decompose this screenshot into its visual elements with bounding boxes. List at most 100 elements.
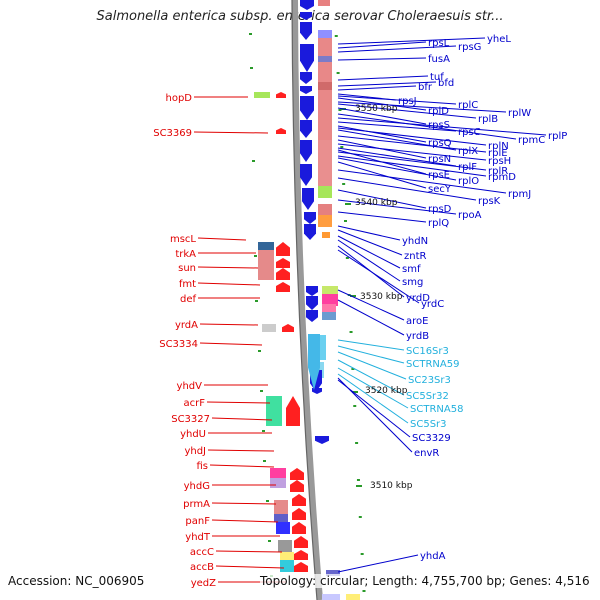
gene-label-left[interactable]: yhdJ — [184, 446, 206, 457]
gene-label-rna[interactable]: SC23Sr3 — [408, 375, 451, 386]
scale-tick — [350, 295, 356, 297]
label-line — [337, 359, 405, 396]
gene-label-right[interactable]: rpsE — [428, 170, 450, 181]
gene-box — [278, 540, 292, 552]
gene-label-right[interactable]: rpmD — [488, 172, 516, 183]
gene-label-right[interactable]: tuf — [430, 72, 444, 83]
label-line — [337, 45, 457, 53]
gene-arrow — [304, 224, 316, 240]
gene-label-right[interactable]: yhdN — [402, 236, 428, 247]
gene-arrow — [282, 324, 294, 332]
gene-label-left[interactable]: SC3327 — [171, 414, 210, 425]
gene-label-right[interactable]: rplN — [488, 141, 509, 152]
gene-label-right[interactable]: rplQ — [428, 218, 449, 229]
gene-box — [262, 324, 276, 332]
gene-label-right[interactable]: envR — [414, 448, 439, 459]
gene-label-rna[interactable]: SCTRNA59 — [406, 359, 459, 370]
gene-label-left[interactable]: acrF — [184, 398, 206, 409]
gene-label-right[interactable]: fusA — [428, 54, 450, 65]
gene-label-right[interactable]: rpsC — [458, 127, 481, 138]
gene-label-right[interactable]: yrdB — [406, 331, 429, 342]
gene-label-rna[interactable]: SC5Sr3 — [410, 419, 447, 430]
gene-box — [322, 304, 336, 312]
gene-label-left[interactable]: accC — [190, 547, 214, 558]
scale-tick — [255, 300, 258, 302]
gene-label-right[interactable]: rplE — [488, 148, 508, 159]
gene-label-right[interactable]: rpsK — [478, 196, 501, 207]
gene-label-right[interactable]: rpmJ — [508, 189, 531, 200]
gene-arrow — [286, 396, 300, 426]
gene-label-right[interactable]: rplD — [428, 106, 449, 117]
gene-label-right[interactable]: rpsG — [458, 42, 481, 53]
scale-tick — [334, 35, 338, 37]
gene-label-right[interactable]: smg — [402, 277, 423, 288]
gene-label-right[interactable]: aroE — [406, 316, 428, 327]
gene-label-right[interactable]: rpsJ — [398, 96, 417, 107]
gene-label-left[interactable]: yhdG — [184, 481, 210, 492]
label-line — [337, 103, 477, 119]
gene-label-right[interactable]: rpmC — [518, 135, 545, 146]
gene-arrow — [294, 550, 308, 560]
gene-label-right[interactable]: bfd — [438, 78, 454, 89]
gene-label-left[interactable]: yedZ — [191, 578, 216, 589]
gene-arrow — [300, 44, 314, 72]
label-line — [197, 266, 259, 269]
gene-label-left[interactable]: def — [180, 294, 197, 305]
gene-label-left[interactable]: trkA — [175, 249, 196, 260]
gene-label-right[interactable]: rpsS — [428, 120, 450, 131]
gene-label-right[interactable]: SC3329 — [412, 433, 451, 444]
gene-label-right[interactable]: rplC — [458, 100, 478, 111]
gene-label-left[interactable]: mscL — [170, 234, 196, 245]
gene-label-right[interactable]: secY — [428, 184, 452, 195]
gene-label-right[interactable]: rpsD — [428, 204, 452, 215]
gene-label-right[interactable]: rpsH — [488, 156, 511, 167]
gene-label-right[interactable]: yhdA — [420, 551, 446, 562]
gene-label-right[interactable]: rplF — [458, 162, 477, 173]
gene-label-left[interactable]: prmA — [183, 499, 210, 510]
label-line — [337, 95, 457, 105]
gene-label-right[interactable]: rplO — [458, 176, 479, 187]
gene-label-right[interactable]: rpoA — [458, 210, 482, 221]
gene-label-right[interactable]: zntR — [404, 251, 427, 262]
gene-label-right[interactable]: rplX — [458, 146, 478, 157]
gene-label-left[interactable]: panF — [185, 516, 210, 527]
scale-tick — [342, 183, 346, 185]
gene-label-rna[interactable]: SCTRNA58 — [410, 404, 463, 415]
gene-label-right[interactable]: yheL — [487, 34, 511, 45]
gene-label-left[interactable]: sun — [178, 263, 196, 274]
gene-label-rna[interactable]: SC16Sr3 — [406, 346, 449, 357]
label-line — [337, 151, 487, 171]
gene-label-right[interactable]: rplR — [488, 166, 508, 177]
gene-label-right[interactable]: bfr — [418, 82, 433, 93]
gene-label-left[interactable]: yhdV — [177, 381, 203, 392]
gene-label-left[interactable]: yhdT — [185, 532, 211, 543]
gene-box — [318, 30, 332, 38]
gene-label-right[interactable]: rpsN — [428, 154, 451, 165]
label-line — [209, 464, 275, 468]
scale-tick — [268, 540, 271, 542]
gene-box — [280, 560, 294, 572]
gene-label-left[interactable]: yrdA — [175, 320, 198, 331]
gene-label-right[interactable]: yrdC — [421, 299, 444, 310]
gene-label-left[interactable]: SC3334 — [159, 339, 198, 350]
label-line — [337, 225, 401, 241]
gene-label-right[interactable]: rpsL — [428, 38, 450, 49]
gene-label-right[interactable]: smf — [402, 264, 421, 275]
gene-label-right[interactable]: rplB — [478, 114, 498, 125]
gene-label-left[interactable]: fis — [196, 461, 208, 472]
gene-label-rna[interactable]: SC5Sr32 — [406, 391, 449, 402]
gene-label-left[interactable]: yhdU — [180, 429, 206, 440]
gene-label-left[interactable]: accB — [190, 562, 214, 573]
gene-box — [254, 92, 270, 98]
gene-label-left[interactable]: hopD — [165, 93, 192, 104]
gene-label-right[interactable]: yrdD — [406, 293, 430, 304]
gene-label-right[interactable]: rplW — [508, 108, 531, 119]
gene-label-right[interactable]: rpsQ — [428, 138, 452, 149]
gene-box — [258, 242, 274, 250]
gene-label-left[interactable]: fmt — [179, 279, 196, 290]
gene-arrow — [294, 536, 308, 548]
gene-label-right[interactable]: rplP — [548, 131, 567, 142]
label-line — [337, 161, 427, 189]
gene-label-left[interactable]: SC3369 — [153, 128, 192, 139]
label-line — [337, 229, 403, 256]
